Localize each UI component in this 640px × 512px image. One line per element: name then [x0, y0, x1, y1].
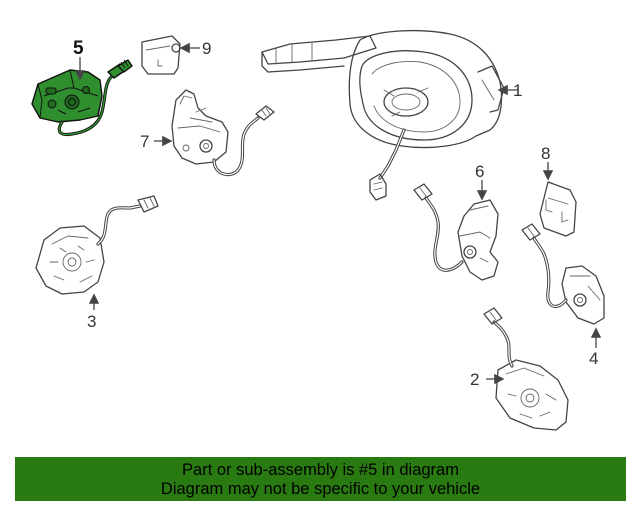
part-6-switch[interactable]	[413, 183, 499, 281]
part-2-switch[interactable]	[483, 307, 569, 431]
callout-8: 8	[541, 144, 550, 163]
parts-diagram: 5 9 7	[31, 29, 605, 431]
banner-line-2: Diagram may not be specific to your vehi…	[160, 480, 481, 498]
part-4-switch[interactable]	[521, 223, 605, 325]
part-8-cover[interactable]	[539, 181, 577, 237]
diagram-canvas: 5 9 7	[31, 29, 605, 431]
banner-line-1: Part or sub-assembly is #5 in diagram	[182, 461, 459, 479]
part-9-cover[interactable]	[141, 35, 181, 75]
callout-5: 5	[73, 38, 84, 59]
callout-7: 7	[140, 132, 149, 151]
callout-6: 6	[475, 162, 484, 181]
part-1-clock-spring[interactable]	[261, 29, 505, 201]
part-7-switch[interactable]	[171, 89, 275, 177]
callout-4: 4	[589, 349, 598, 368]
info-banner: Part or sub-assembly is #5 in diagram Di…	[15, 457, 626, 501]
part-5-switch-highlighted[interactable]	[31, 59, 133, 137]
callout-1: 1	[513, 81, 522, 100]
callout-3: 3	[87, 312, 96, 331]
part-3-switch[interactable]	[35, 195, 159, 295]
callout-2: 2	[470, 370, 479, 389]
callout-9: 9	[202, 39, 211, 58]
